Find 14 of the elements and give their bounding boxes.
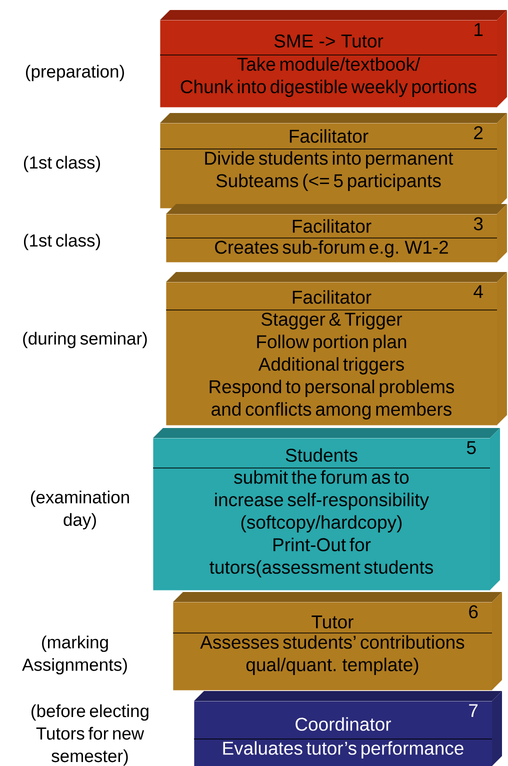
stage-label: (1st class) (24, 156, 100, 172)
stage-label: (examination day) (30, 490, 129, 530)
step-block: Facilitator 3 Creates sub-forum e.g. W1-2 (166, 204, 507, 262)
step-block: Facilitator 2 Divide students into permanent Subteams (<= 5 participants (160, 113, 507, 208)
stage-label: (preparation) (26, 64, 124, 82)
stage-label: (during seminar) (23, 332, 147, 348)
step-block: Facilitator 4 Stagger & Trigger Follow portion plan Additional triggers Respond to personal problems and conflicts among members (166, 272, 507, 426)
stage-label: (1st class) (24, 234, 100, 250)
stage-label: (marking Assignments) (22, 636, 127, 674)
stage-label: (before electing Tutors for new semester) (32, 704, 148, 766)
step-block: Tutor 6 Assesses students’ contributions qual/quant. template) (172, 592, 502, 690)
step-block: Coordinator 7 Evaluates tutor’s performance (194, 691, 502, 766)
step-block: SME -> Tutor 1 Take module/textbook/ Chunk into digestible weekly portions (160, 10, 507, 108)
step-block: Students 5 submit the forum as to increase self-responsibility (softcopy/hardcopy) Print-Out for tutors(assessment students (152, 428, 500, 590)
